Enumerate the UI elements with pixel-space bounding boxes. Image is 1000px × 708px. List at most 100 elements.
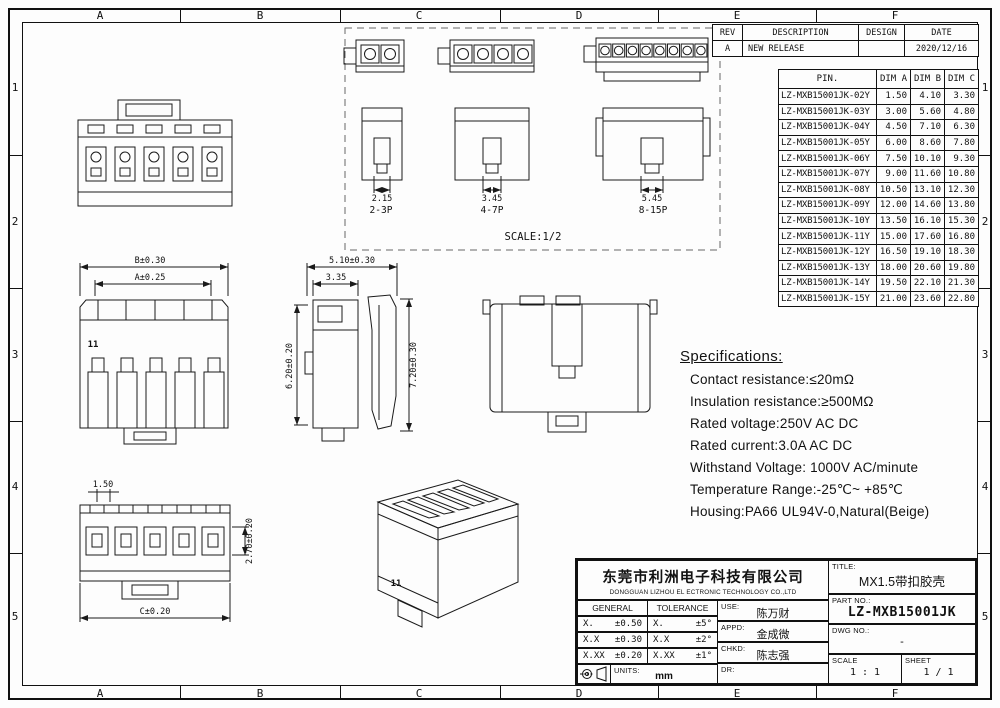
tolerance-row-linear-3: X.XX ±0.20 (577, 648, 648, 664)
view-side-dimensioned: 5.10±0.30 3.35 6.20±0.20 7.20±0.30 (285, 256, 419, 441)
frame-tick (500, 8, 501, 22)
design-value (858, 40, 905, 57)
dim-a: 16.50 (876, 243, 911, 261)
part-no-cell: PART NO.: LZ-MXB15001JK (828, 594, 976, 624)
dim-cavity-height: 2.70±0.20 (245, 518, 255, 564)
pin-name: LZ-MXB15001JK-06Y (778, 150, 877, 167)
title-block: 东莞市利洲电子科技有限公司 DONGGUAN LIZHOU EL ECTRONI… (575, 558, 978, 686)
dim-c: 10.80 (944, 165, 979, 183)
spec-line: Temperature Range:-25℃~ +85℃ (690, 482, 904, 497)
pin-name: LZ-MXB15001JK-07Y (778, 165, 877, 183)
pin-name: LZ-MXB15001JK-12Y (778, 243, 877, 261)
dim-c: 13.80 (944, 197, 979, 214)
grid-row-label: 5 (11, 610, 19, 623)
dim-c: 7.80 (944, 134, 979, 152)
units-label: UNITS: (614, 666, 640, 675)
scale-value: 1 : 1 (849, 666, 881, 678)
tol-value: ±1° (695, 651, 712, 661)
dim-width-inner: 3.35 (326, 273, 346, 283)
dim-b: 5.60 (910, 103, 945, 121)
dwg-number: - (900, 636, 904, 648)
title-cell: TITLE: MX1.5带扣胶壳 (828, 560, 976, 594)
dim-b: 7.10 (910, 119, 945, 136)
tol-label: X.XX (653, 651, 675, 661)
grid-col-label: E (733, 9, 741, 22)
date-header: DATE (904, 24, 979, 41)
dim-c: 18.30 (944, 243, 979, 261)
dim-c: 3.30 (944, 88, 979, 105)
spec-line: Insulation resistance:≥500MΩ (690, 394, 874, 409)
grid-row-label: 5 (981, 610, 989, 623)
tol-value: ±0.50 (614, 619, 642, 629)
dim-2p-slot: 2.15 (372, 194, 392, 204)
grid-col-label: B (256, 687, 264, 700)
dim-a: 1.50 (876, 88, 911, 105)
view-label-8-15p: 8-15P (639, 205, 668, 216)
date-value: 2020/12/16 (904, 40, 979, 57)
company-cell: 东莞市利洲电子科技有限公司 DONGGUAN LIZHOU EL ECTRONI… (577, 560, 829, 600)
dim-a: 10.50 (876, 181, 911, 199)
grid-col-label: C (415, 687, 423, 700)
dim-b: 10.10 (910, 150, 945, 167)
dim-b-header: DIM B (910, 69, 945, 89)
chkd-value: 陈志强 (756, 650, 790, 662)
grid-row-label: 3 (981, 348, 989, 361)
use-label: USE: (721, 602, 740, 611)
view-front-5pos (78, 100, 232, 206)
spec-line: Rated current:3.0A AC DC (690, 438, 853, 453)
dim-pitch: 1.50 (93, 480, 113, 490)
dim-c: C±0.20 (140, 607, 171, 617)
tolerance-row-angle-1: X. ±5° (647, 616, 718, 632)
rev-header: REV (712, 24, 743, 41)
grid-col-label: D (575, 9, 583, 22)
dim-a: 15.00 (876, 228, 911, 245)
tolerance-row-angle-2: X.X ±2° (647, 632, 718, 648)
scale-cell: SCALE 1 : 1 (828, 654, 902, 684)
dim-b: 20.60 (910, 259, 945, 277)
pin-name: LZ-MXB15001JK-08Y (778, 181, 877, 199)
dim-a: 6.00 (876, 134, 911, 152)
tolerance-header-general: GENERAL (577, 600, 648, 616)
dim-4p-slot: 3.45 (482, 194, 502, 204)
drawing-title: MX1.5带扣胶壳 (858, 574, 946, 589)
frame-tick (180, 8, 181, 22)
chkd-label: CHKD: (721, 644, 746, 653)
dim-b: 19.10 (910, 243, 945, 261)
dim-a: 4.50 (876, 119, 911, 136)
dim-c-header: DIM C (944, 69, 979, 89)
grid-row-label: 2 (981, 215, 989, 228)
design-header: DESIGN (858, 24, 905, 41)
revision-header-row: REV DESCRIPTION DESIGN DATE (712, 24, 979, 41)
sheet-cell: SHEET 1 / 1 (901, 654, 976, 684)
pin-name: LZ-MXB15001JK-10Y (778, 212, 877, 230)
company-name-cn: 东莞市利洲电子科技有限公司 (602, 570, 804, 586)
frame-tick (340, 8, 341, 22)
company-name-en: DONGGUAN LIZHOU EL ECTRONIC TECHNOLOGY C… (609, 589, 797, 596)
dim-c: 9.30 (944, 150, 979, 167)
polarity-mark: 11 (88, 340, 99, 350)
dr-cell: DR: (717, 663, 829, 684)
frame-tick (658, 8, 659, 22)
dwg-no-label: DWG NO.: (832, 626, 870, 635)
polarity-mark: 11 (391, 579, 402, 589)
dim-a: 19.50 (876, 275, 911, 292)
dim-b: 13.10 (910, 181, 945, 199)
tol-label: X.XX (583, 651, 605, 661)
dwg-no-cell: DWG NO.: - (828, 624, 976, 654)
grid-col-label: A (96, 9, 104, 22)
appd-label: APPD: (721, 623, 745, 632)
dim-c: 22.80 (944, 290, 979, 308)
tolerance-row-linear-1: X. ±0.50 (577, 616, 648, 632)
frame-tick (978, 155, 992, 156)
grid-col-label: A (96, 687, 104, 700)
